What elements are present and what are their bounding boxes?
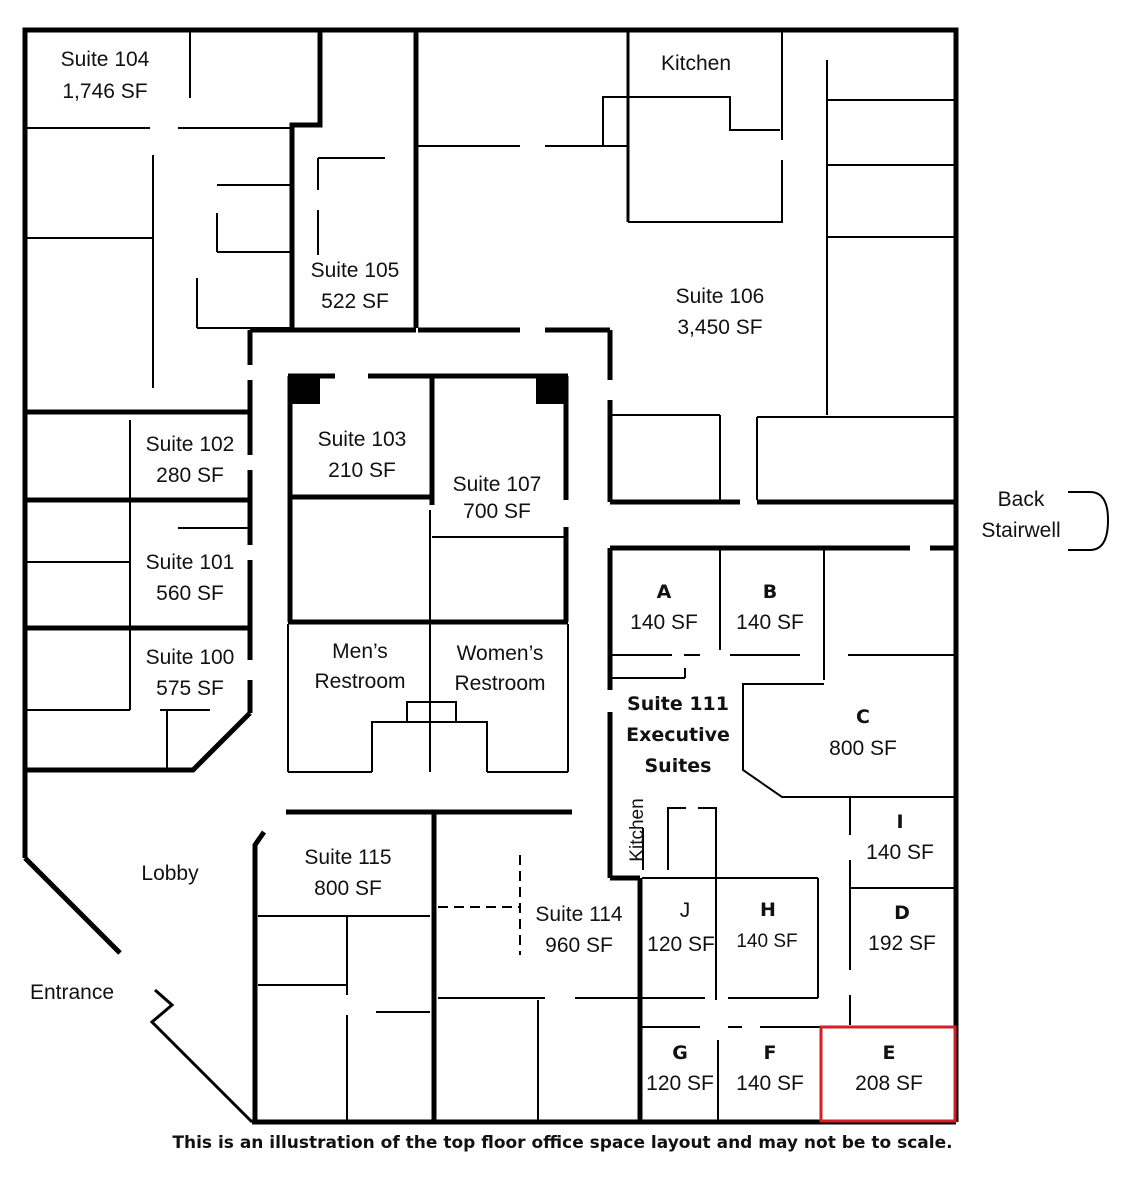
womens-restroom-line1: Women’s (457, 642, 544, 665)
suite-101-name: Suite 101 (146, 551, 235, 574)
office-j-letter: J (680, 899, 691, 922)
office-e-letter: E (883, 1042, 896, 1064)
suite-105-area: 522 SF (321, 290, 389, 313)
stairwell-symbol (1068, 491, 1110, 551)
room-labels: Suite 104 1,746 SF Kitchen Suite 105 522… (30, 48, 1061, 1095)
kitchen-106-label: Kitchen (661, 52, 731, 75)
office-d-area: 192 SF (868, 932, 936, 955)
office-i-letter: I (896, 811, 903, 833)
mens-restroom-line1: Men’s (332, 640, 388, 663)
office-f-area: 140 SF (736, 1072, 804, 1095)
core-walls (287, 373, 569, 773)
office-g-area: 120 SF (646, 1072, 714, 1095)
mens-restroom-line2: Restroom (314, 670, 405, 693)
suite-107-area: 700 SF (463, 500, 531, 523)
suite-102-name: Suite 102 (146, 433, 235, 456)
suite-106-area: 3,450 SF (677, 316, 762, 339)
office-c-area: 800 SF (829, 737, 897, 760)
office-h-area: 140 SF (736, 931, 797, 952)
office-c-letter: C (856, 706, 870, 728)
suite-107-name: Suite 107 (453, 473, 542, 496)
lobby-label: Lobby (141, 862, 199, 885)
floor-plan: Suite 104 1,746 SF Kitchen Suite 105 522… (22, 27, 1110, 1125)
suite-111-line3: Suites (644, 755, 711, 777)
office-h-letter: H (760, 899, 776, 921)
office-f-letter: F (764, 1042, 777, 1064)
suite-103-name: Suite 103 (318, 428, 407, 451)
suite-106-walls (418, 30, 956, 505)
womens-restroom-line2: Restroom (454, 672, 545, 695)
suite-114-area: 960 SF (545, 934, 613, 957)
office-b-letter: B (763, 581, 777, 603)
suite-100-name: Suite 100 (146, 646, 235, 669)
office-b-area: 140 SF (736, 611, 804, 634)
kitchen-111-label: Kitchen (627, 798, 648, 861)
office-j-area: 120 SF (647, 933, 715, 956)
office-a-area: 140 SF (630, 611, 698, 634)
south-suites-walls (252, 809, 640, 1122)
outer-walls (22, 27, 959, 1125)
suite-106-name: Suite 106 (676, 285, 765, 308)
entrance-label: Entrance (30, 981, 114, 1004)
office-e-area: 208 SF (855, 1072, 923, 1095)
suite-104-name: Suite 104 (61, 48, 150, 71)
suite-111-line2: Executive (626, 724, 730, 746)
suite-111-line1: Suite 111 (627, 693, 729, 715)
suite-105-walls (250, 30, 419, 333)
suite-111-walls (607, 545, 956, 1122)
suite-103-area: 210 SF (328, 459, 396, 482)
suite-115-name: Suite 115 (304, 846, 391, 869)
suite-100-area: 575 SF (156, 677, 224, 700)
office-e-highlight[interactable] (819, 1025, 957, 1123)
office-i-area: 140 SF (866, 841, 934, 864)
suite-114-name: Suite 114 (535, 903, 622, 926)
suite-115-area: 800 SF (314, 877, 382, 900)
office-d-letter: D (894, 902, 910, 924)
suite-102-area: 280 SF (156, 464, 224, 487)
back-stairwell-line1: Back (998, 488, 1045, 511)
footnote: This is an illustration of the top floor… (172, 1133, 953, 1153)
west-suites-walls (25, 330, 253, 773)
office-a-letter: A (657, 581, 672, 603)
suite-105-name: Suite 105 (311, 259, 400, 282)
suite-104-area: 1,746 SF (62, 80, 147, 103)
back-stairwell-line2: Stairwell (981, 519, 1060, 542)
suite-101-area: 560 SF (156, 582, 224, 605)
office-g-letter: G (672, 1042, 688, 1064)
